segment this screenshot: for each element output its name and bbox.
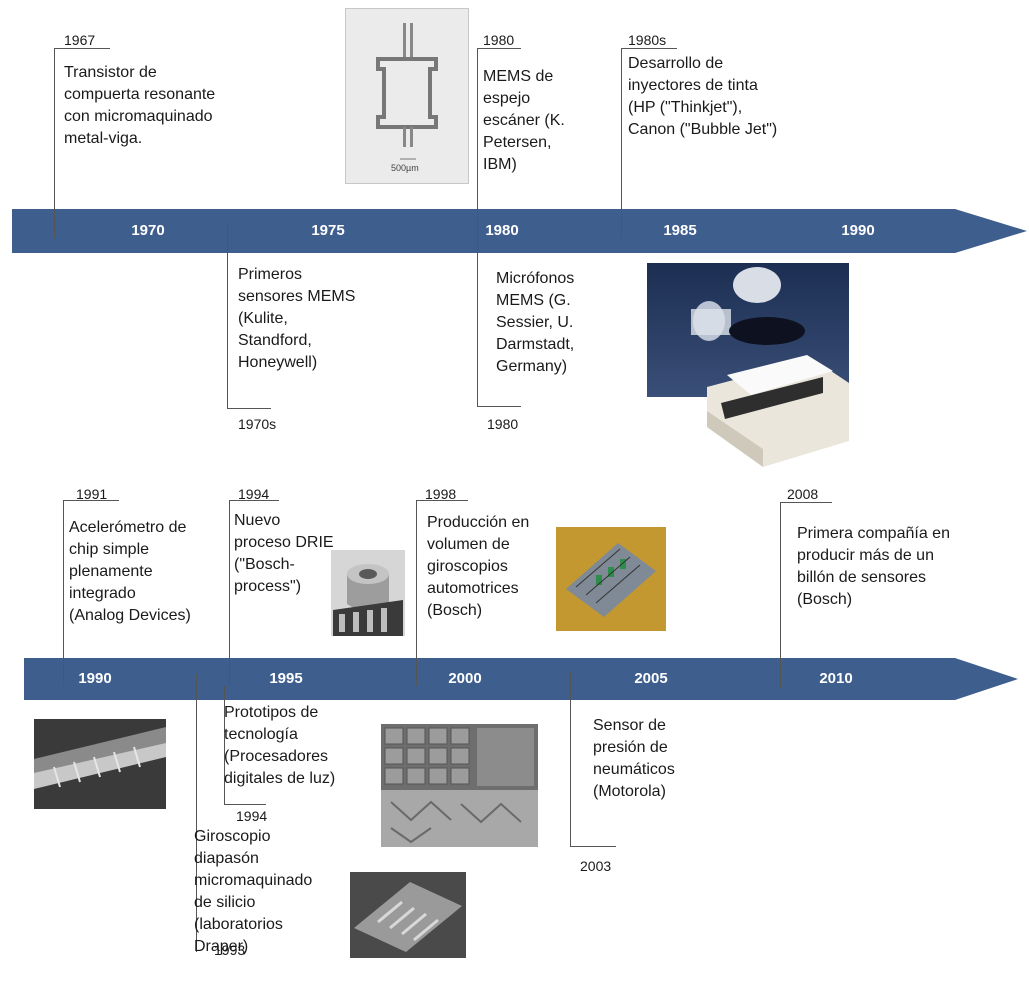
event-year: 1980s (628, 32, 667, 48)
timeline-arrow-1 (12, 209, 1027, 253)
event-description: Sensor de presión de neumáticos (Motorol… (593, 717, 675, 800)
tick-label: 1995 (269, 670, 303, 687)
event-year: 1994 (238, 486, 270, 502)
resonant-gate-icon (376, 23, 438, 160)
event-bracket (570, 846, 616, 847)
gyroscope-micrograph-image (350, 872, 466, 958)
event-bracket (229, 500, 279, 501)
mirror-array-icon (381, 724, 538, 847)
event-bracket (416, 500, 468, 501)
event-connector (570, 672, 571, 846)
event-bracket (477, 48, 521, 49)
event-connector (229, 500, 230, 686)
event-description: Nuevo proceso DRIE ("Bosch- process") (234, 512, 334, 595)
event-year: 1998 (425, 486, 457, 502)
event-year: 1970s (238, 416, 277, 432)
event-connector (477, 230, 478, 406)
event-year: 2003 (580, 858, 612, 874)
event-description: Desarrollo de inyectores de tinta (HP ("… (628, 55, 778, 138)
event-connector (54, 48, 55, 238)
drie-pillar-icon (331, 550, 405, 636)
accelerometer-icon (34, 719, 166, 809)
event-connector (224, 686, 225, 804)
event-connector (63, 500, 64, 686)
event-year: 1980 (483, 32, 515, 48)
mems-micrograph-image: 500µm (345, 8, 469, 184)
event-connector (416, 500, 417, 686)
event-description: Giroscopio diapasón micromaquinado de si… (194, 828, 313, 955)
event-description: Primera compañía en producir más de un b… (797, 525, 950, 608)
event-connector (477, 48, 478, 238)
event-year: 1967 (64, 32, 96, 48)
event-connector (621, 48, 622, 238)
event-year: 1994 (236, 808, 268, 824)
gyroscope-icon (350, 872, 466, 958)
tick-label: 1985 (663, 222, 697, 239)
tick-label: 1975 (311, 222, 345, 239)
event-description: MEMS de espejo escáner (K. Petersen, IBM… (483, 68, 565, 173)
event-year: 1993 (214, 942, 246, 958)
event-bracket (224, 804, 266, 805)
event-bracket (780, 502, 832, 503)
tick-label: 1990 (78, 670, 112, 687)
dlp-mirror-array-image (381, 724, 538, 847)
timeline-arrow-2 (24, 658, 1018, 700)
tick-label: 1990 (841, 222, 875, 239)
tick-label: 1980 (485, 222, 519, 239)
drie-structure-image (331, 550, 405, 636)
event-description: Primeros sensores MEMS (Kulite, Standfor… (238, 266, 356, 371)
event-bracket (621, 48, 677, 49)
event-description: Transistor de compuerta resonante con mi… (64, 64, 216, 147)
tick-label: 2005 (634, 670, 668, 687)
event-description: Acelerómetro de chip simple plenamente i… (69, 519, 191, 624)
event-year: 1980 (487, 416, 519, 432)
event-bracket (227, 408, 271, 409)
event-bracket (63, 500, 119, 501)
event-description: Producción en volumen de giroscopios aut… (427, 514, 530, 619)
gyro-chip-icon (556, 527, 666, 631)
accelerometer-micrograph-image (34, 719, 166, 809)
tick-label: 1970 (131, 222, 165, 239)
event-connector (227, 222, 228, 408)
event-connector (196, 674, 197, 952)
event-year: 2008 (787, 486, 819, 502)
tick-label: 2010 (819, 670, 853, 687)
inkjet-printer-image (647, 263, 849, 467)
scale-label: 500µm (391, 163, 419, 173)
tick-label: 2000 (448, 670, 482, 687)
event-bracket (54, 48, 110, 49)
automotive-gyroscope-chip-image (556, 527, 666, 631)
printer-icon (647, 263, 849, 467)
event-description: Micrófonos MEMS (G. Sessier, U. Darmstad… (496, 270, 575, 375)
event-bracket (477, 406, 521, 407)
event-description: Prototipos de tecnología (Procesadores d… (224, 704, 336, 787)
event-connector (780, 502, 781, 688)
event-year: 1991 (76, 486, 108, 502)
